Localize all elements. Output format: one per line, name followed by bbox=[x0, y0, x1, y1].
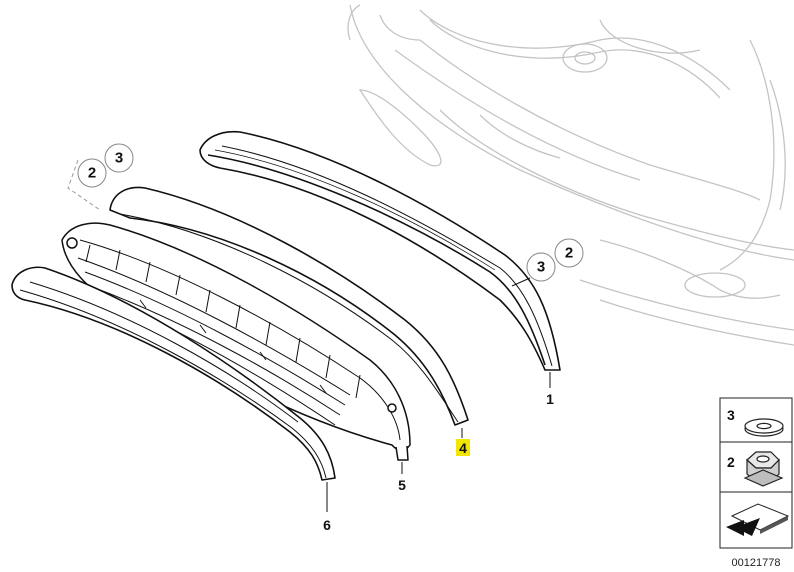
left-callout: 2 3 bbox=[67, 143, 134, 211]
legend-washer-num: 3 bbox=[727, 407, 735, 423]
legend-box: 3 2 bbox=[719, 397, 793, 549]
right-callout-num-a: 3 bbox=[537, 259, 545, 276]
part-6-lower-trim bbox=[11, 266, 336, 481]
left-callout-num-a: 2 bbox=[88, 165, 96, 182]
washer-icon bbox=[744, 418, 784, 437]
right-callout-num-b: 2 bbox=[565, 245, 573, 262]
part-5-grille bbox=[61, 222, 411, 461]
document-number: 00121778 bbox=[732, 557, 781, 569]
part-4-label: 4 bbox=[459, 440, 467, 456]
part-4-highlight bbox=[456, 439, 470, 456]
part-5-label: 5 bbox=[398, 477, 406, 493]
part-1-label: 1 bbox=[546, 391, 554, 407]
part-1-trim-strip bbox=[199, 130, 561, 371]
right-callout-circle-a bbox=[526, 252, 556, 282]
left-callout-circle-a bbox=[77, 158, 107, 188]
left-callout-num-b: 3 bbox=[115, 150, 123, 167]
part-6-label: 6 bbox=[323, 517, 331, 533]
right-callout: 3 2 bbox=[511, 238, 584, 287]
forward-arrow-icon bbox=[726, 503, 790, 536]
car-bumper-outline bbox=[347, 4, 794, 346]
nut-icon bbox=[743, 451, 784, 487]
right-callout-circle-b bbox=[554, 238, 584, 268]
part-4-thin-strip bbox=[109, 186, 469, 426]
left-callout-circle-b bbox=[104, 143, 134, 173]
legend-nut-num: 2 bbox=[727, 454, 735, 470]
